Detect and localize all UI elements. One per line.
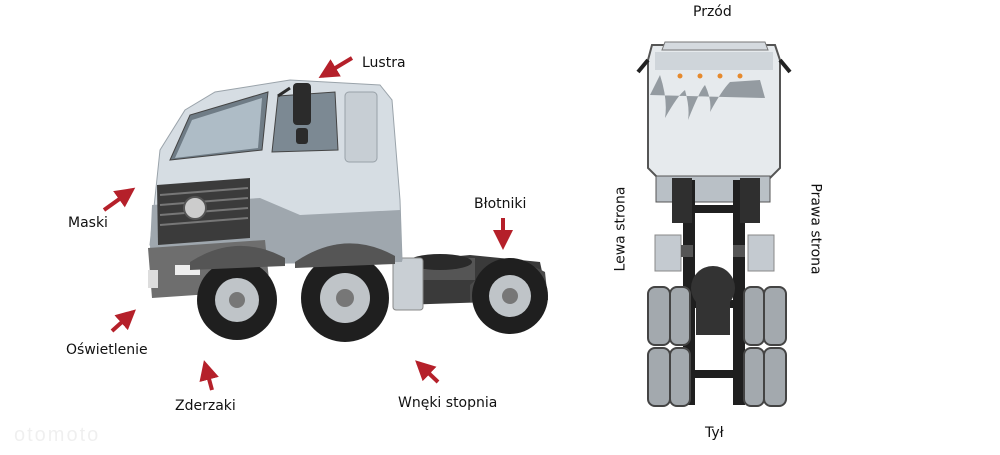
arrow-wneki: [415, 360, 440, 384]
arrow-lustra: [318, 56, 354, 79]
label-tyl: Tył: [705, 425, 724, 441]
label-blotniki: Błotniki: [474, 196, 527, 212]
label-oswietlenie: Oświetlenie: [66, 342, 148, 358]
label-przod: Przód: [693, 4, 732, 20]
arrow-oswietlenie: [110, 309, 136, 333]
arrow-maski: [102, 187, 136, 212]
truck-top-illustration: [636, 41, 792, 407]
label-zderzaki: Zderzaki: [175, 398, 236, 414]
label-wneki: Wnęki stopnia: [398, 395, 498, 411]
callout-arrows: [102, 56, 513, 391]
label-lustra: Lustra: [362, 55, 406, 71]
label-lewa-strona: Lewa strona: [612, 186, 629, 272]
label-prawa-strona: Prawa strona: [807, 183, 824, 275]
truck-side-illustration: [148, 79, 548, 342]
label-maski: Maski: [68, 215, 108, 231]
watermark-logo: otomoto: [14, 424, 101, 446]
arrow-zderzaki: [199, 360, 219, 391]
